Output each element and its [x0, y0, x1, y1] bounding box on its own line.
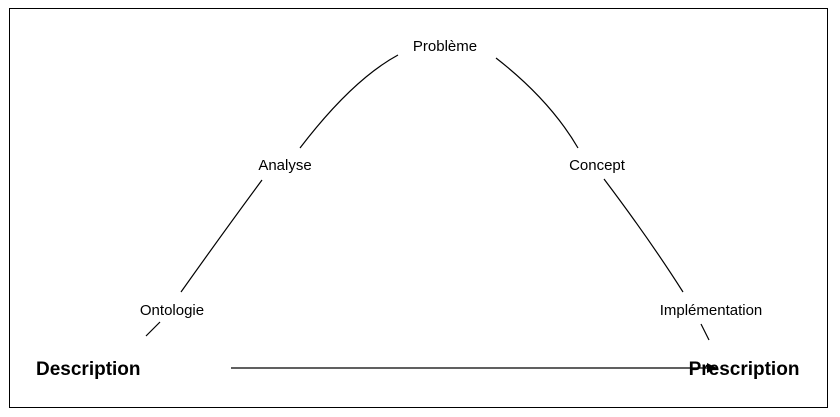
label-concept: Concept: [569, 157, 626, 174]
label-description: Description: [36, 359, 141, 380]
arc-implementation-to-prescription: [700, 323, 710, 341]
arc-ontologie-to-analyse: [180, 179, 263, 293]
arc-ontologie-to-description: [145, 321, 161, 337]
label-implementation: Implémentation: [660, 302, 763, 319]
diagram-frame: [9, 8, 828, 408]
label-analyse: Analyse: [258, 157, 311, 174]
label-prescription: Prescription: [689, 359, 800, 380]
arc-concept-to-implementation: [603, 178, 684, 293]
label-ontologie: Ontologie: [140, 302, 204, 319]
arc-probleme-to-concept: [495, 57, 579, 149]
arc-analyse-to-probleme: [299, 54, 399, 149]
label-probleme: Problème: [413, 38, 477, 55]
